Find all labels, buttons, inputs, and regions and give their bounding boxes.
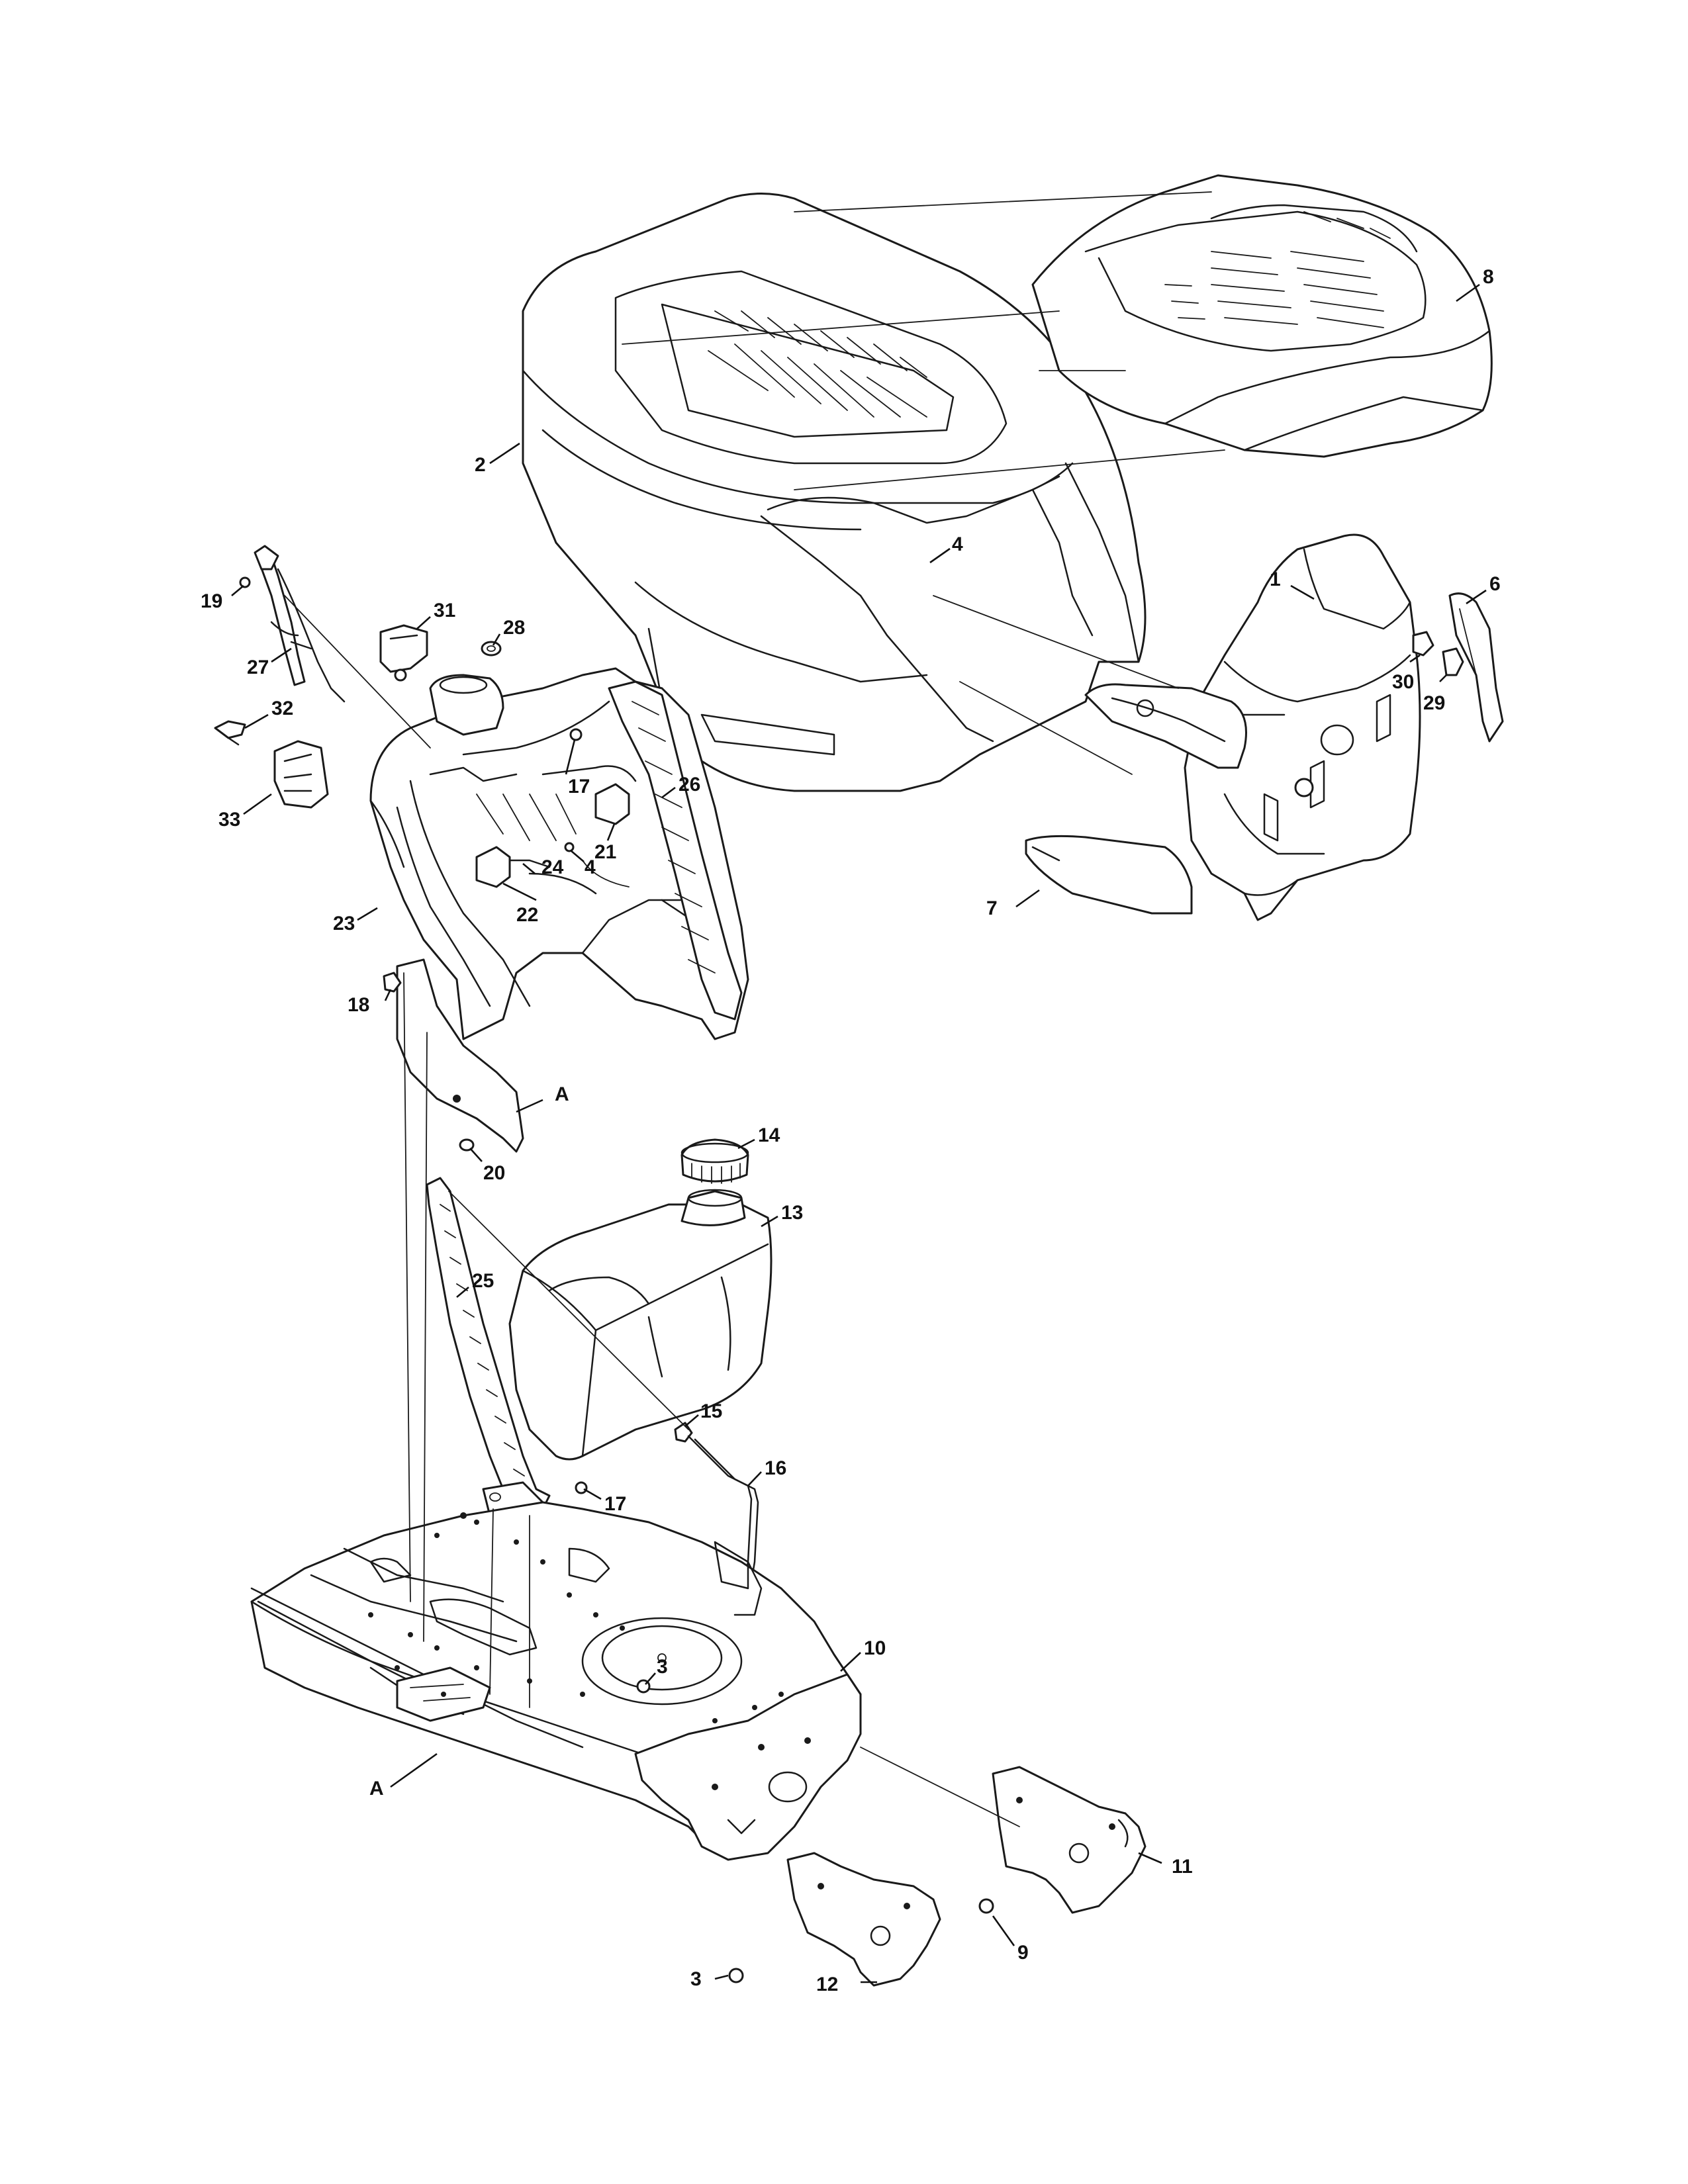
bracket-part-6 [1448, 592, 1504, 743]
callout-25: 25 [472, 1270, 494, 1292]
callout-3b: 3 [690, 1968, 702, 1990]
screw-4-dash [564, 842, 575, 852]
key-32 [214, 720, 246, 746]
clip-15 [674, 1422, 693, 1443]
clip-30 [1412, 631, 1434, 657]
callout-4b: 4 [585, 856, 596, 878]
callout-27: 27 [247, 657, 269, 678]
screw-17-upper [569, 728, 583, 741]
screw-17-lower [575, 1481, 588, 1494]
assembly-guide-lines [284, 191, 1225, 1827]
frame-holes [368, 1512, 784, 1723]
frame-front-plate [634, 1673, 862, 1861]
callout-8: 8 [1483, 266, 1494, 288]
fuel-tank-part [508, 1189, 773, 1461]
screw-18 [383, 972, 402, 993]
callout-6: 6 [1489, 573, 1501, 595]
callout-20: 20 [483, 1162, 505, 1184]
callout-10: 10 [864, 1637, 886, 1659]
axle-bracket-11 [992, 1766, 1147, 1914]
callout-33: 33 [218, 809, 240, 831]
callout-30: 30 [1392, 671, 1414, 693]
callout-23: 23 [333, 913, 355, 934]
callout-A-upper: A [555, 1083, 569, 1105]
callout-19: 19 [201, 590, 222, 612]
callout-2: 2 [475, 454, 486, 476]
callout-21: 21 [594, 841, 616, 863]
switch-24 [508, 859, 551, 868]
light-switch-33 [273, 740, 329, 809]
callout-17b: 17 [604, 1493, 626, 1515]
callout-32: 32 [271, 698, 293, 719]
callout-13: 13 [781, 1202, 803, 1224]
push-pin-29 [1442, 647, 1464, 676]
callout-17a: 17 [568, 776, 590, 797]
frame-pulley-opening [581, 1617, 743, 1706]
screw-9 [978, 1898, 994, 1914]
callout-15: 15 [700, 1400, 722, 1422]
callout-28: 28 [503, 617, 525, 639]
callout-11: 11 [1172, 1856, 1193, 1878]
callout-7: 7 [986, 897, 998, 919]
callout-22: 22 [516, 904, 538, 926]
tank-strap-16 [687, 1435, 759, 1616]
callout-labels: 1 2 3 3 4 4 6 7 8 9 10 11 12 13 14 15 16… [201, 266, 1501, 1995]
callout-29: 29 [1423, 692, 1445, 714]
fuel-tank-neck [680, 1189, 746, 1226]
callout-31: 31 [434, 600, 455, 621]
screw-3-lower [728, 1968, 744, 1983]
dash-interior [476, 794, 630, 887]
grommet-28 [481, 641, 502, 657]
screw-19 [239, 576, 251, 588]
ignition-switch-31 [379, 624, 428, 682]
knob-21 [594, 783, 630, 825]
insert-vents [1164, 211, 1391, 328]
callout-9: 9 [1017, 1942, 1029, 1964]
callout-A-lower: A [369, 1778, 384, 1799]
hood-vents [708, 310, 927, 418]
hood-insert-part [1031, 174, 1493, 458]
callout-3a: 3 [657, 1656, 668, 1678]
callout-26: 26 [679, 774, 700, 796]
callout-leaders [231, 283, 1487, 1983]
dash-fuel-fill [429, 674, 504, 736]
frame-rail [250, 1587, 584, 1749]
side-bracket-part-26 [608, 680, 743, 1021]
knob-22 [475, 846, 511, 888]
callout-4a: 4 [952, 533, 963, 555]
axle-bracket-12 [786, 1852, 941, 1987]
callout-1: 1 [1270, 569, 1281, 590]
headlight-lens [1084, 683, 1314, 797]
lower-side-panel [396, 958, 524, 1153]
callout-18: 18 [348, 994, 369, 1016]
callout-12: 12 [816, 1974, 838, 1995]
callout-14: 14 [758, 1124, 780, 1146]
callout-16: 16 [765, 1457, 786, 1479]
fuel-cap-14 [680, 1138, 749, 1184]
hood-part [522, 193, 1147, 792]
lens-part [1025, 835, 1193, 915]
screw-20 [459, 1138, 475, 1152]
callout-24: 24 [541, 856, 564, 878]
